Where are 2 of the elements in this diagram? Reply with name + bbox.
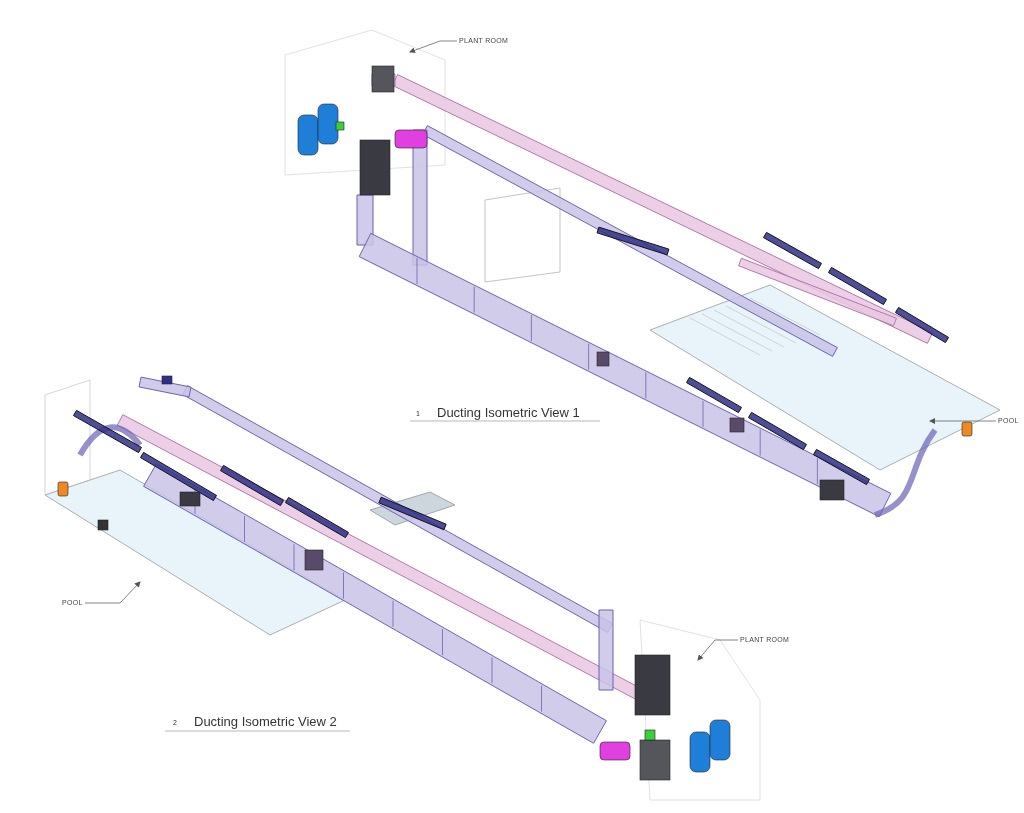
view-title: Ducting Isometric View 2 xyxy=(194,714,337,729)
view-title: Ducting Isometric View 1 xyxy=(437,405,580,420)
